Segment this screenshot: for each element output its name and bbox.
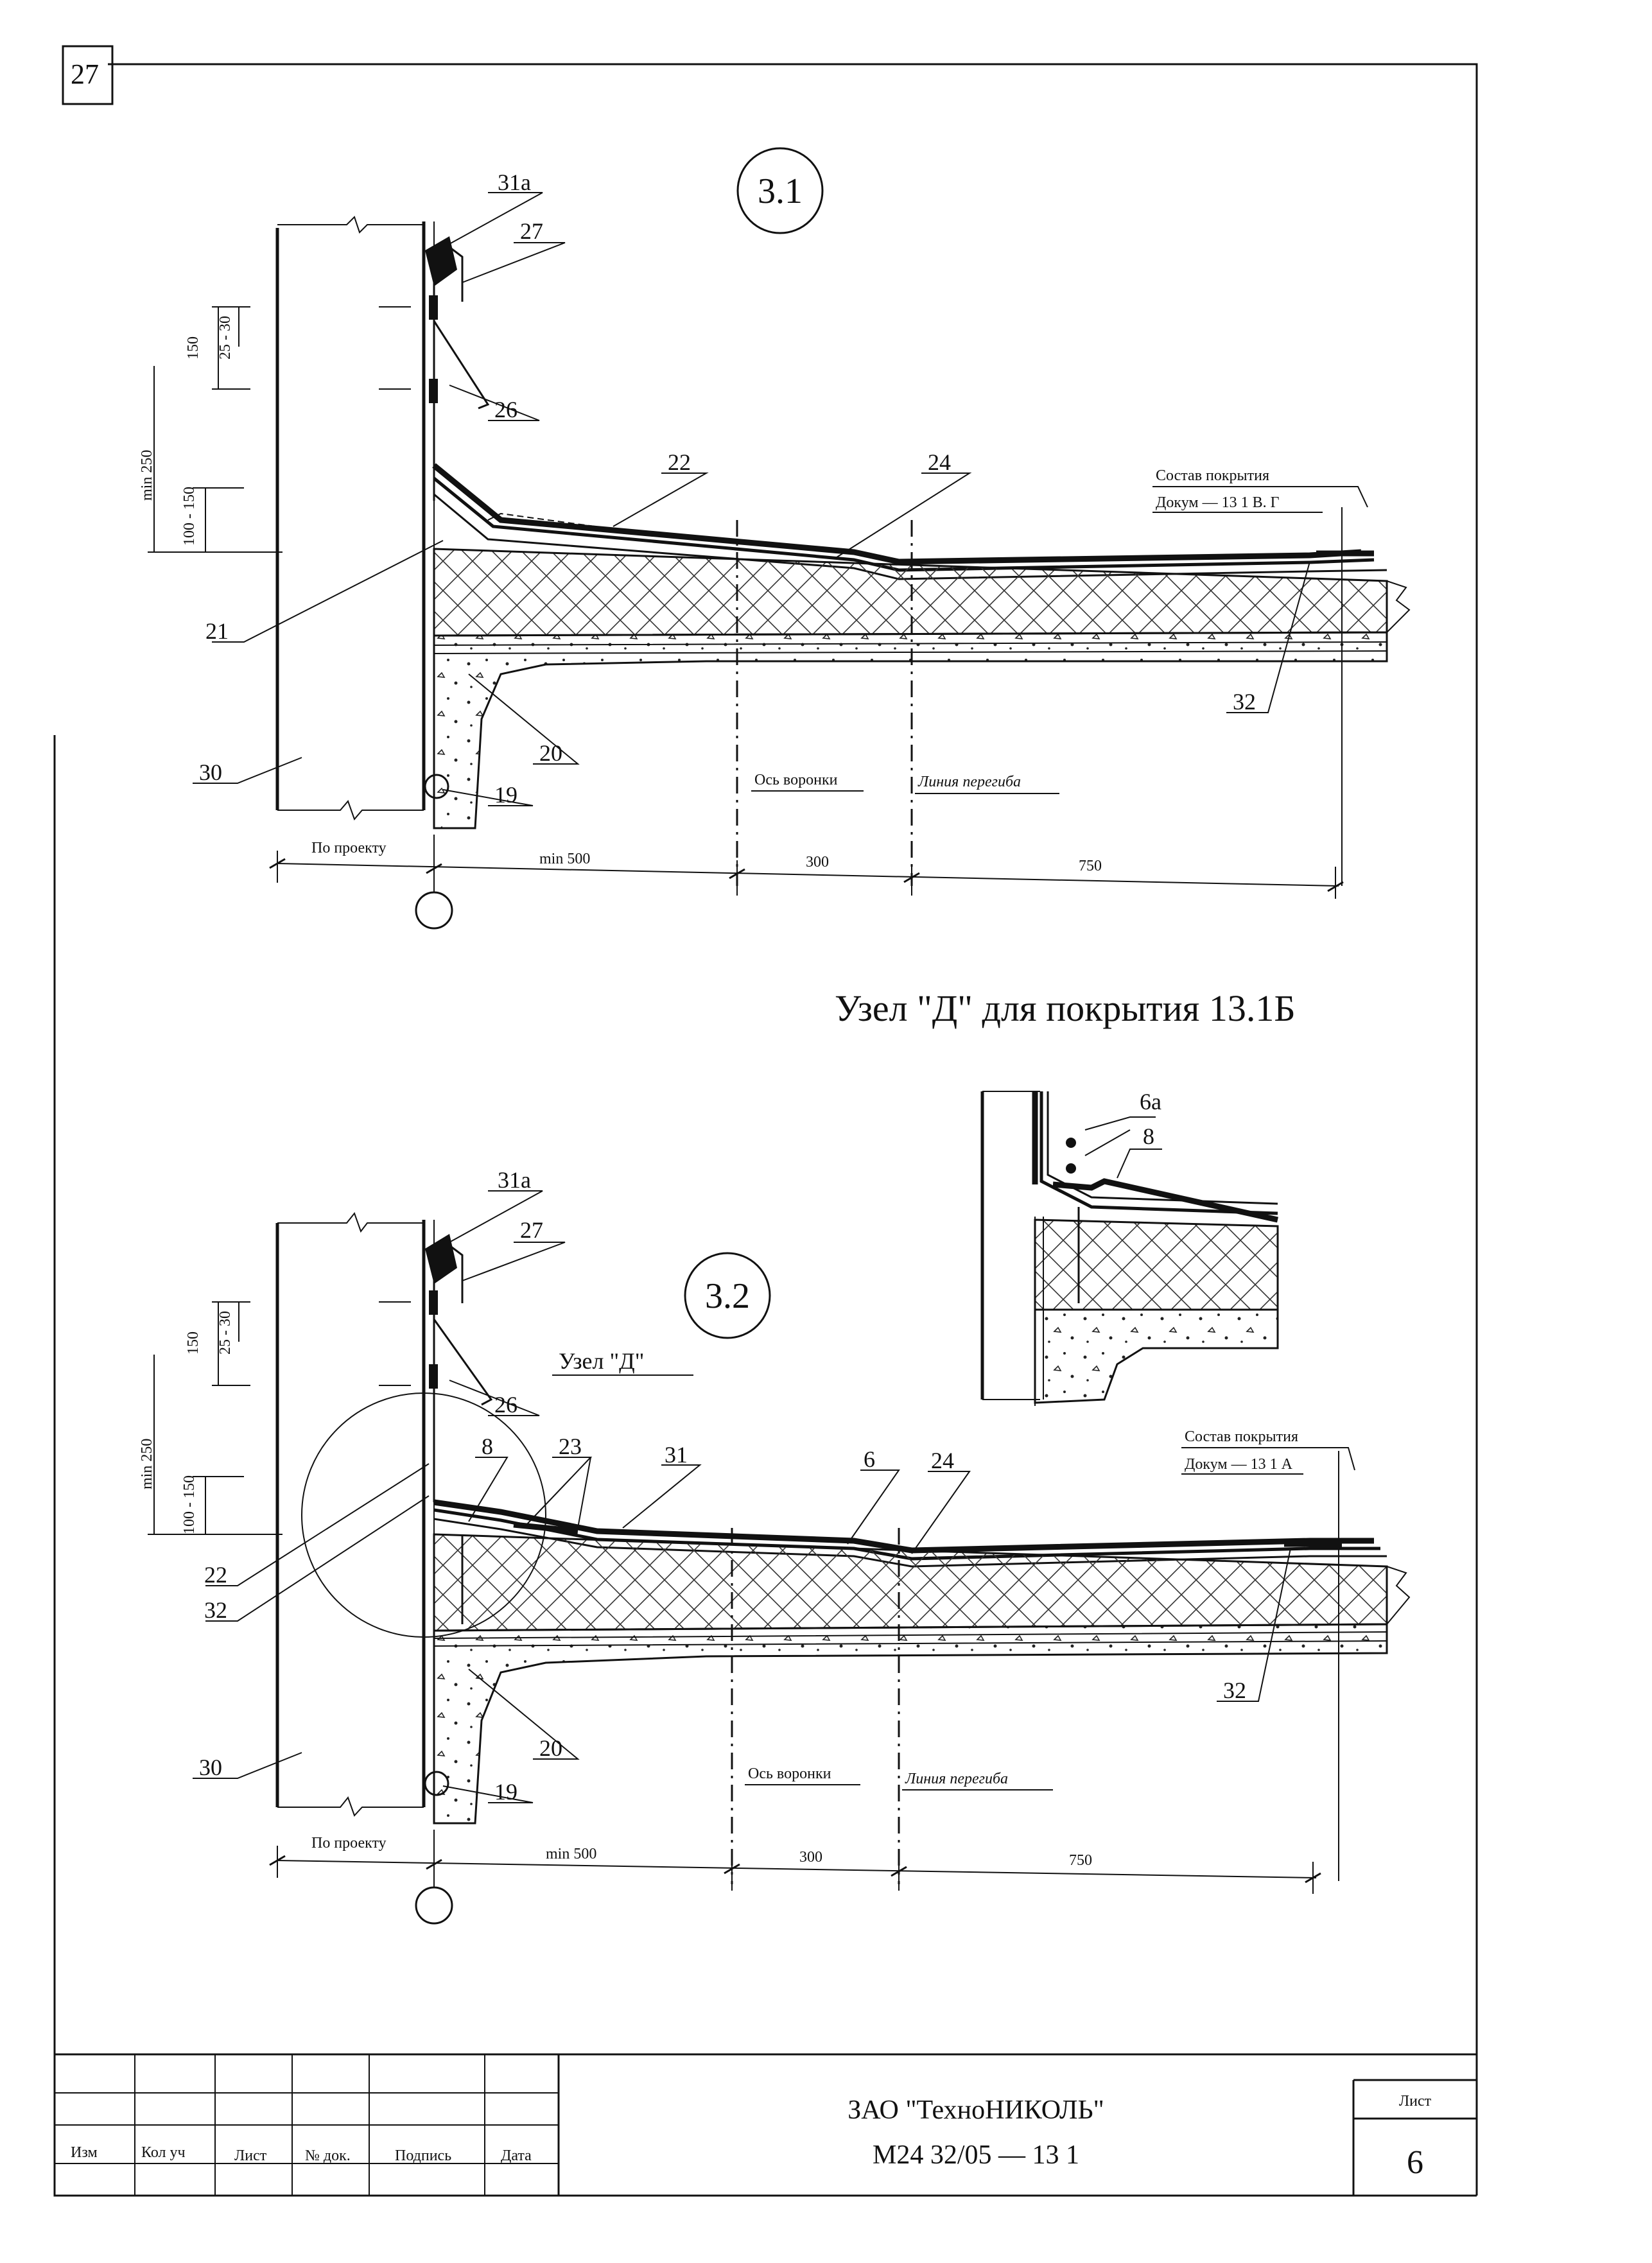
node-title: Узел "Д" для покрытия 13.1Б	[835, 987, 1296, 1029]
sheet-number: 6	[1407, 2144, 1423, 2181]
callout-31-2: 31	[665, 1442, 688, 1468]
detail-circle-3-2	[684, 1252, 771, 1339]
slab-2	[433, 1623, 1388, 1825]
callout-8-2: 8	[482, 1434, 493, 1459]
dim-100-150-1: 100 - 150	[181, 487, 198, 546]
corner-number: 27	[71, 58, 99, 90]
leader-lines-2	[193, 1190, 1291, 1803]
dim-150-1: 150	[185, 336, 202, 360]
dim-by-project-1: По проекту	[311, 840, 387, 856]
coating-doc-1: Докум — 13 1 В. Г	[1156, 494, 1280, 511]
horizontal-dimensions-1	[269, 835, 1344, 899]
document-code: М24 32/05 — 13 1	[873, 2140, 1079, 2170]
callout-24-1: 24	[928, 449, 951, 475]
callout-31a-2: 31a	[498, 1167, 531, 1193]
dim-min500-1: min 500	[539, 851, 590, 867]
callout-20-2: 20	[539, 1735, 562, 1761]
callout-19-1: 19	[494, 782, 517, 808]
callout-32-2b: 32	[1223, 1678, 1246, 1703]
callout-31a-1: 31a	[498, 169, 531, 195]
seal-19-2	[424, 1771, 449, 1796]
dim-25-30-1: 25 - 30	[217, 316, 234, 360]
callout-20-1: 20	[539, 740, 562, 766]
bend-line-2: Линия перегиба	[905, 1771, 1008, 1787]
stamp-col-signature: Подпись	[395, 2147, 451, 2164]
dim-750-1: 750	[1079, 858, 1102, 874]
callout-24-2: 24	[931, 1448, 954, 1473]
dim-750-2: 750	[1069, 1852, 1092, 1869]
callout-23-2: 23	[559, 1434, 582, 1459]
axis-marker-1	[415, 891, 453, 930]
detail-circle-label-2: 3.2	[705, 1276, 750, 1316]
detail-3-2: Состав покрытия Докум — 13 1 А Ось ворон…	[139, 1167, 1411, 1925]
dim-150-2: 150	[185, 1331, 202, 1355]
vertical-dimensions-1	[148, 306, 283, 553]
stamp-col-kol-uch: Кол уч	[141, 2144, 186, 2161]
detail-3-1: Состав покрытия Докум — 13 1 В. Г Ось во…	[139, 147, 1411, 930]
callout-30-2: 30	[199, 1755, 222, 1780]
callout-6a: 6a	[1140, 1089, 1161, 1114]
callout-22-2: 22	[204, 1562, 227, 1588]
sheet-label: Лист	[1399, 2093, 1432, 2110]
title-block	[55, 2053, 1477, 2196]
slab	[433, 631, 1388, 829]
callout-32-2a: 32	[204, 1597, 227, 1623]
axis-funnel-1: Ось воронки	[754, 772, 838, 788]
callout-6-2: 6	[864, 1446, 875, 1472]
detail-circle-label-1: 3.1	[758, 171, 803, 211]
dim-300-2: 300	[799, 1849, 822, 1866]
bend-line-1: Линия перегиба	[917, 774, 1021, 790]
coating-label-1: Состав покрытия	[1156, 467, 1269, 484]
inset-node-d	[980, 1091, 1279, 1406]
callout-8-inset: 8	[1143, 1123, 1154, 1149]
callout-26-2: 26	[494, 1392, 517, 1418]
dim-300-1: 300	[806, 854, 829, 871]
seal-19	[424, 774, 449, 799]
callout-30-1: 30	[199, 759, 222, 785]
dim-min250-2: min 250	[139, 1439, 155, 1489]
company-name: ЗАО "ТехноНИКОЛЬ"	[848, 2095, 1104, 2125]
axis-funnel-2: Ось воронки	[748, 1765, 831, 1782]
callout-22-1: 22	[668, 449, 691, 475]
node-d-circle	[301, 1392, 546, 1638]
dim-min500-2: min 500	[546, 1846, 596, 1862]
sheet-frame	[53, 45, 1478, 2197]
stamp-col-doc: № док.	[305, 2147, 351, 2164]
wall-section-2	[275, 1211, 435, 1817]
stamp-col-list: Лист	[234, 2147, 267, 2164]
dim-min250-1: min 250	[139, 450, 155, 501]
dim-100-150-2: 100 - 150	[181, 1475, 198, 1534]
stamp-col-date: Дата	[501, 2147, 532, 2164]
callout-26-1: 26	[494, 397, 517, 422]
callout-27-1: 27	[520, 218, 543, 244]
coating-doc-2: Докум — 13 1 А	[1185, 1456, 1293, 1473]
flashing-2	[379, 1234, 493, 1502]
dim-25-30-2: 25 - 30	[217, 1311, 234, 1355]
callout-19-2: 19	[494, 1779, 517, 1805]
axis-marker-2	[415, 1886, 453, 1925]
callout-21-1: 21	[205, 618, 229, 644]
stamp-col-izm: Изм	[71, 2144, 98, 2161]
detail-circle-3-1	[736, 147, 824, 234]
vertical-dimensions-2	[148, 1301, 283, 1535]
coating-label-2: Состав покрытия	[1185, 1428, 1298, 1445]
dim-by-project-2: По проекту	[311, 1835, 387, 1851]
horizontal-dimensions-2	[269, 1830, 1321, 1894]
flashing	[379, 236, 490, 501]
leader-lines-1	[193, 192, 1310, 806]
callout-32-1: 32	[1233, 689, 1256, 715]
node-d-label: Узел "Д"	[559, 1348, 644, 1374]
callout-27-2: 27	[520, 1217, 543, 1243]
